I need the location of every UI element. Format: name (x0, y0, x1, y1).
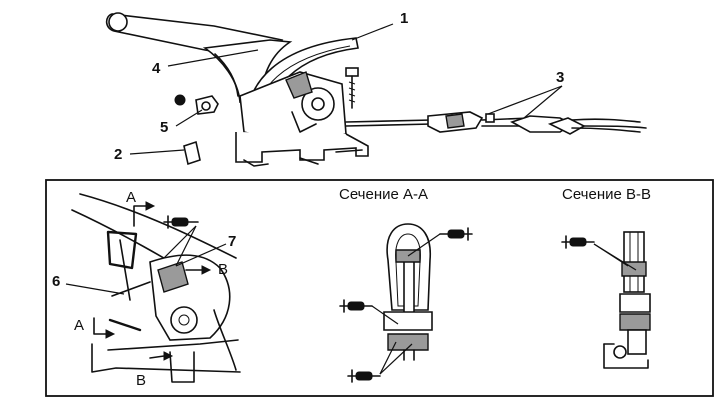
callout-4: 4 (152, 60, 161, 77)
grease-gun-icon (339, 299, 373, 313)
adjuster-parts (174, 94, 219, 166)
section-bb-title: Сечение В-В (562, 186, 651, 203)
brake-cables (345, 111, 647, 135)
callout-7: 7 (228, 233, 236, 250)
top-exploded-view: 1 4 3 5 2 (105, 10, 647, 167)
section-aa-title: Сечение А-А (339, 186, 428, 203)
grease-gun-icon (561, 235, 595, 249)
section-bb: Сечение В-В (561, 186, 651, 369)
top-leaders (129, 23, 563, 155)
detail-view: 7 6 A A B B (52, 189, 241, 389)
section-mark-b-bottom: B (136, 372, 146, 389)
section-mark-b-right: B (218, 261, 228, 278)
callout-1: 1 (400, 10, 408, 27)
callout-6: 6 (52, 273, 60, 290)
mounting-bolt (345, 67, 359, 109)
callout-5: 5 (160, 119, 168, 136)
brake-lever (105, 12, 369, 167)
grease-gun-icon (347, 369, 381, 383)
callout-3: 3 (556, 69, 564, 86)
grease-gun-icon (163, 215, 199, 229)
callout-2: 2 (114, 146, 122, 163)
section-aa: Сечение А-А (339, 186, 473, 383)
detail-frame (45, 179, 714, 397)
section-mark-a-bottom: A (74, 317, 84, 334)
grease-gun-icon (439, 227, 473, 241)
section-mark-a-top: A (126, 189, 136, 206)
